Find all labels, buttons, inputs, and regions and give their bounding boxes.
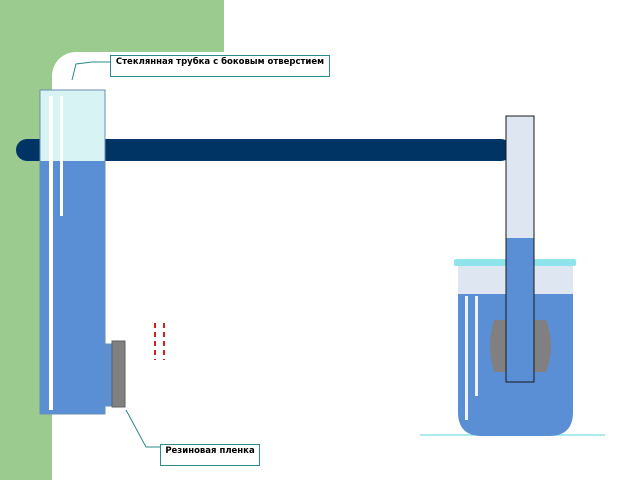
beaker-highlight-2	[475, 296, 478, 396]
connecting-tube	[16, 139, 512, 161]
leader-line-bottom	[125, 409, 160, 448]
leader-line-top	[71, 61, 110, 81]
stopper-right	[533, 320, 551, 372]
side-opening	[104, 340, 126, 408]
vertical-tube	[505, 115, 535, 383]
vertical-tube-outline	[505, 115, 535, 383]
left-vessel	[39, 89, 106, 415]
level-marks	[154, 323, 165, 360]
left-vessel-highlight-2	[60, 96, 63, 216]
stopper-left	[490, 320, 508, 372]
label-glass-tube: Стеклянная трубка с боковым отверстием	[110, 55, 330, 77]
vertical-tube-air	[506, 116, 534, 238]
rubber-film	[111, 340, 126, 408]
left-vessel-outline	[39, 89, 106, 415]
beaker-highlight-1	[465, 296, 468, 420]
left-vessel-highlight-1	[49, 96, 53, 410]
vertical-tube-water	[506, 238, 534, 382]
label-rubber-film: Резиновая пленка	[160, 444, 260, 466]
